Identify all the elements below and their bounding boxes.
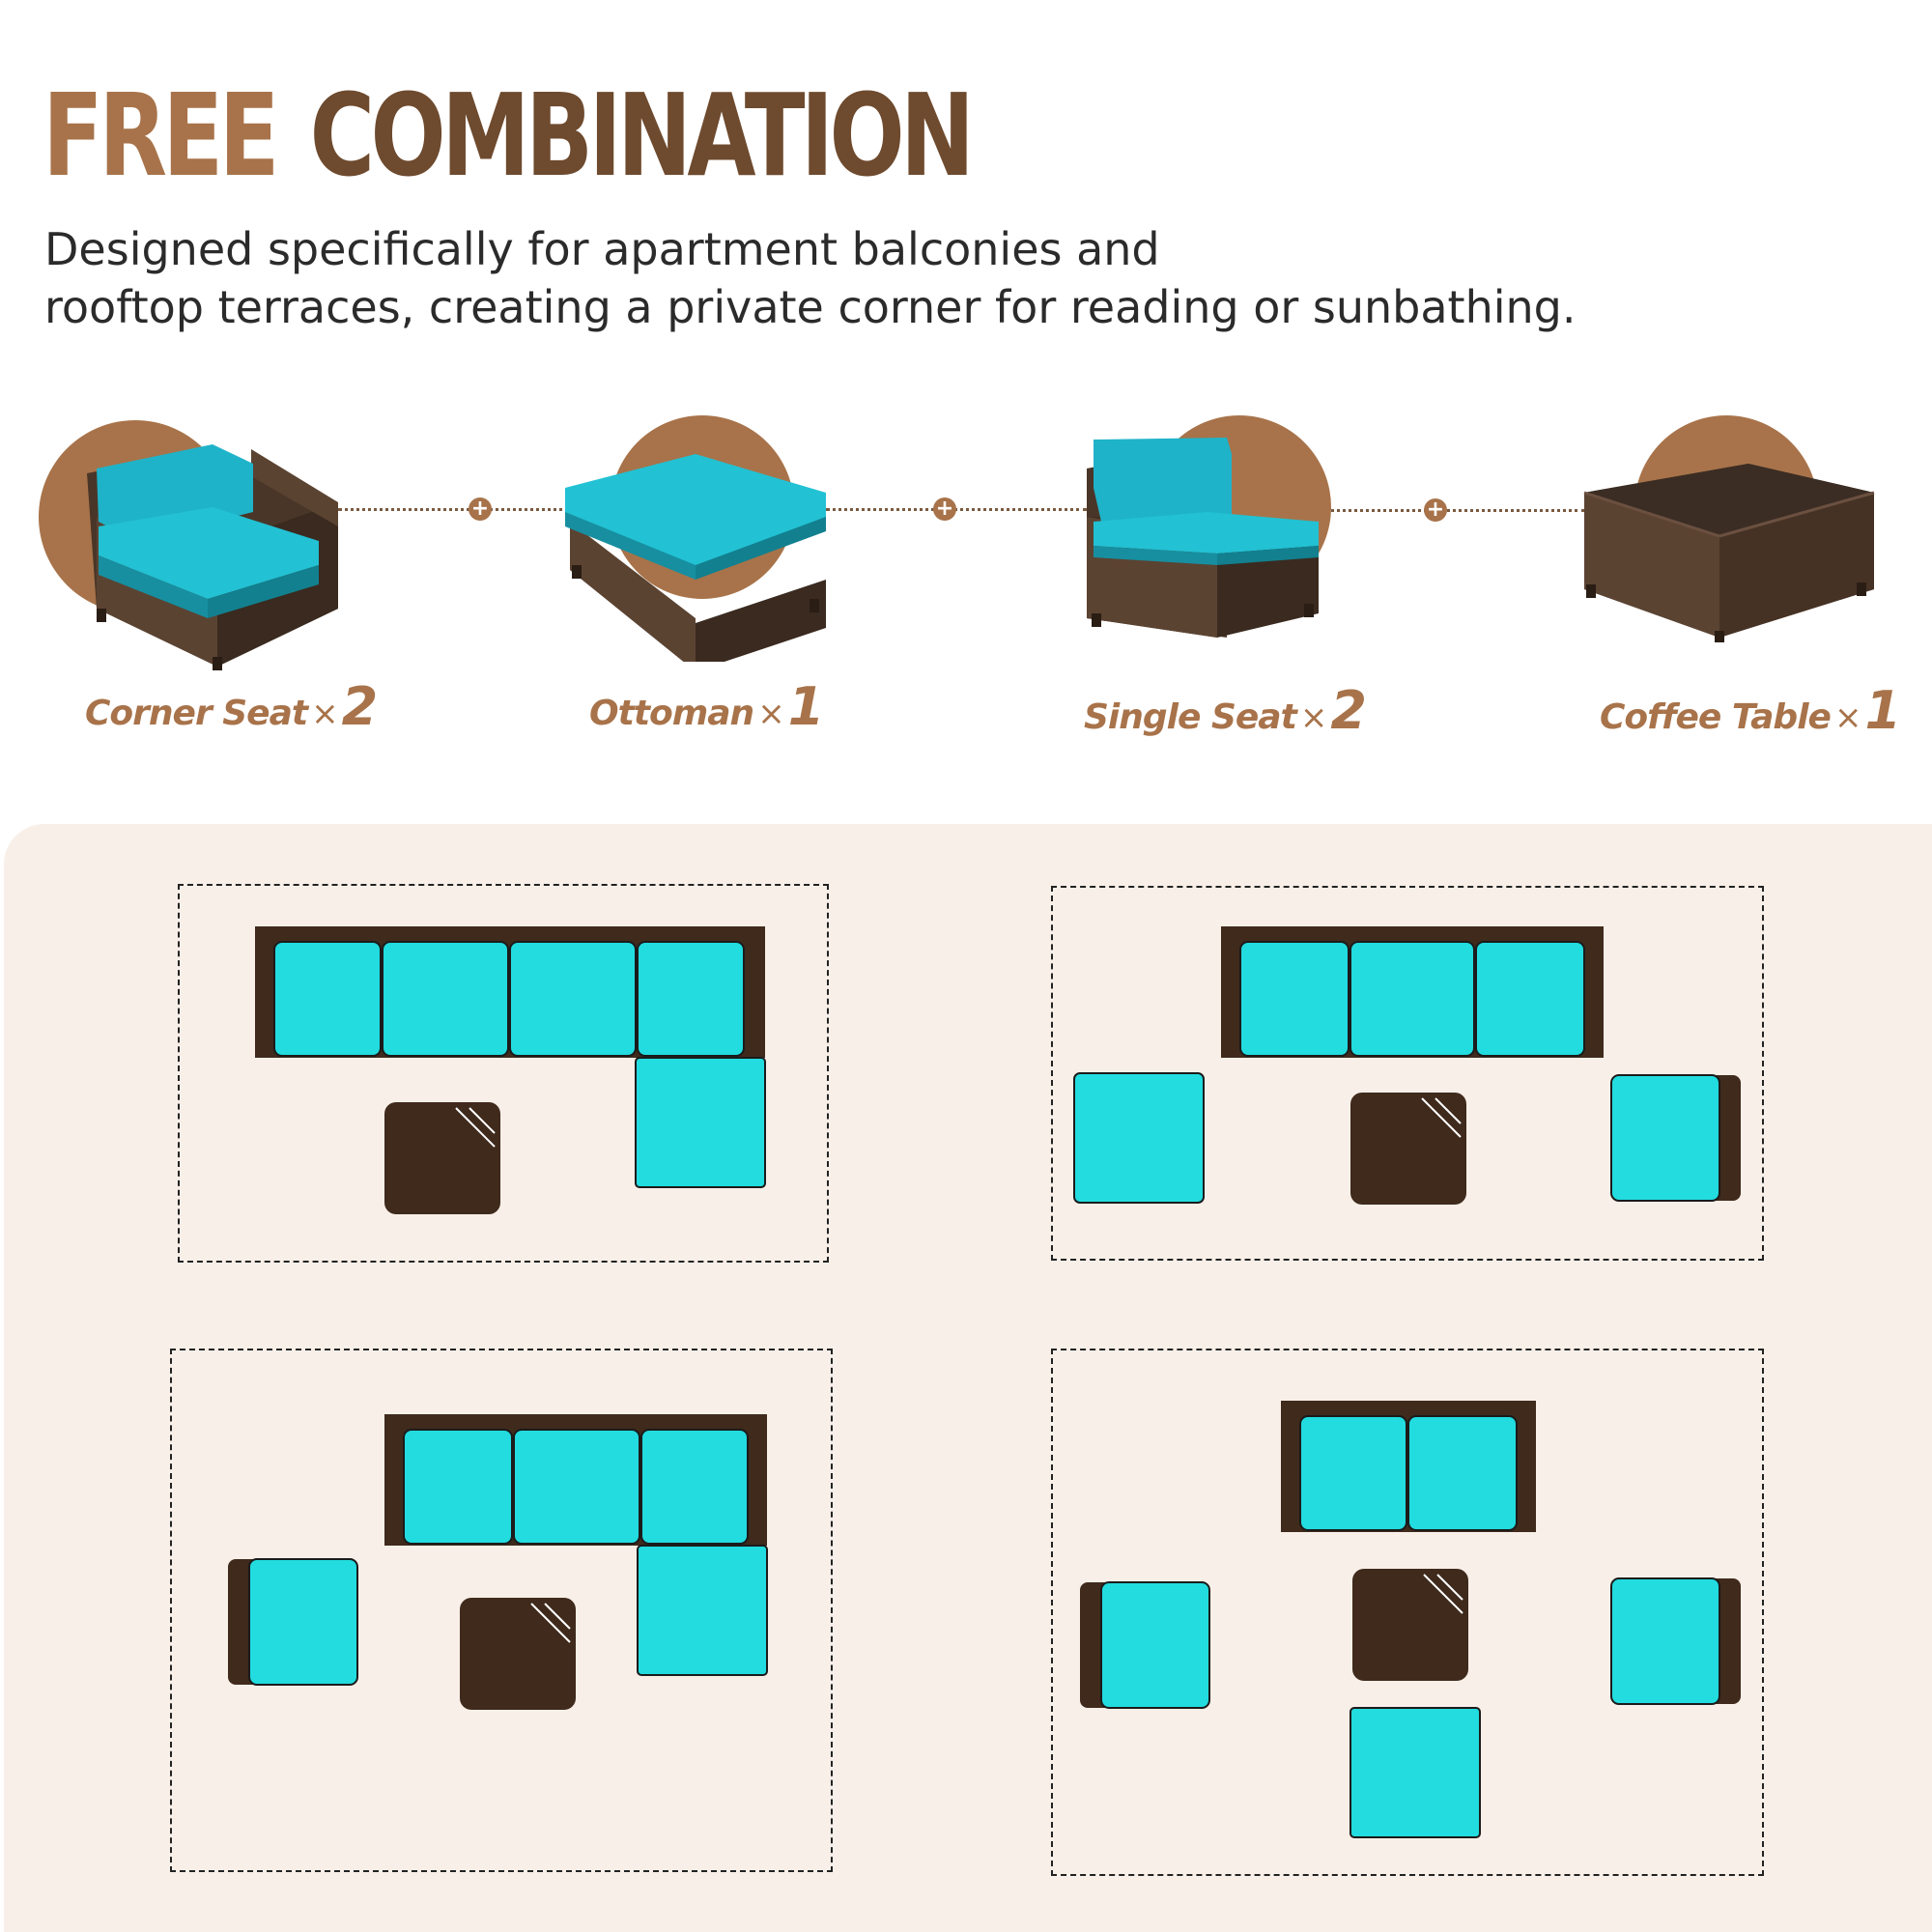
times-symbol: ×: [757, 695, 784, 733]
title-word-combination: COMBINATION: [309, 69, 975, 202]
product-ottoman: [560, 411, 831, 662]
product-label-corner-seat: Corner Seat×2: [85, 676, 379, 737]
product-coffee-table: [1575, 411, 1884, 642]
coffee-table-image: [1583, 415, 1875, 642]
corner-seat-image: [39, 420, 338, 670]
layout-1-diagram: [255, 926, 766, 1214]
layout-option-1: [178, 884, 829, 1263]
product-name: Ottoman: [589, 694, 754, 733]
product-single-seat: [1082, 411, 1333, 642]
ottoman-image: [565, 415, 826, 662]
product-corner-seat: [29, 411, 348, 671]
plus-icon: +: [1424, 498, 1447, 522]
connector-line-1: [338, 508, 570, 511]
layout-2-diagram: [1073, 926, 1741, 1205]
title-word-free: FREE: [43, 69, 279, 202]
description-line-1: Designed specifically for apartment balc…: [44, 223, 1160, 275]
product-count: 1: [1864, 680, 1901, 741]
layout-3-diagram: [228, 1414, 768, 1710]
plus-icon: +: [933, 497, 956, 521]
times-symbol: ×: [311, 695, 338, 733]
times-symbol: ×: [1299, 698, 1327, 737]
product-label-single-seat: Single Seat×2: [1084, 680, 1367, 741]
layout-option-3: [170, 1349, 833, 1872]
product-name: Coffee Table: [1600, 697, 1832, 737]
product-name: Single Seat: [1084, 697, 1297, 737]
times-symbol: ×: [1833, 698, 1861, 737]
layout-option-2: [1051, 886, 1764, 1261]
product-label-coffee-table: Coffee Table×1: [1600, 680, 1901, 741]
product-label-ottoman: Ottoman×1: [589, 676, 825, 737]
product-count: 1: [787, 676, 825, 737]
product-count: 2: [1330, 680, 1367, 741]
single-seat-image: [1087, 415, 1331, 638]
connector-line-2: [826, 508, 1087, 511]
description-line-2: rooftop terraces, creating a private cor…: [44, 281, 1577, 333]
plus-icon: +: [469, 497, 492, 521]
layout-option-4: [1051, 1349, 1764, 1876]
product-count: 2: [341, 676, 379, 737]
product-name: Corner Seat: [85, 694, 308, 733]
description: Designed specifically for apartment balc…: [44, 220, 1577, 336]
layout-4-diagram: [1080, 1401, 1741, 1838]
